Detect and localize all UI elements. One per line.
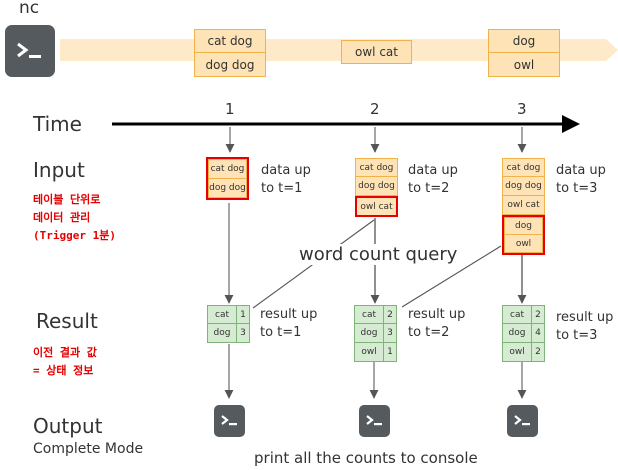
input-note-line: 데이터 관리 (33, 211, 91, 224)
stream-batch-2: owl cat (341, 40, 412, 64)
result-caption-3: result up to t=3 (556, 309, 613, 345)
result-row: owl 1 (354, 343, 397, 362)
input-row-new: owl (504, 235, 543, 253)
result-count: 1 (237, 305, 250, 324)
result-caption-line: to t=2 (408, 325, 450, 340)
input-caption-line: to t=1 (261, 181, 303, 196)
result-caption-line: result up (260, 307, 318, 322)
result-caption-2: result up to t=2 (408, 306, 465, 342)
stream-row: owl cat (341, 40, 412, 64)
result-count: 3 (384, 324, 397, 343)
result-caption-line: result up (408, 307, 466, 322)
time-label: Time (33, 112, 82, 136)
input-row-new: owl cat (355, 196, 398, 217)
result-word: dog (502, 324, 532, 343)
result-word: owl (502, 343, 532, 362)
result-row: dog 4 (502, 324, 545, 343)
input-table-1: cat dog dog dog (206, 157, 249, 200)
query-label: word count query (297, 244, 460, 265)
result-count: 2 (532, 343, 545, 362)
input-caption-line: to t=3 (556, 181, 598, 196)
result-caption-line: result up (556, 310, 614, 325)
result-row: cat 2 (502, 305, 545, 324)
result-count: 1 (384, 343, 397, 362)
terminal-icon (507, 405, 538, 437)
input-caption-3: data up to t=3 (556, 162, 606, 198)
terminal-icon (359, 405, 390, 437)
result-row: dog 3 (207, 324, 250, 343)
result-count: 3 (237, 324, 250, 343)
stream-batch-3: dog owl (488, 29, 560, 77)
result-note: 이전 결과 값 = 상태 정보 (33, 344, 97, 380)
input-row: cat dog (355, 158, 398, 177)
input-caption-line: data up (408, 163, 458, 178)
result-caption-line: to t=3 (556, 328, 598, 343)
result-note-line: 이전 결과 값 (33, 346, 97, 359)
result-caption-line: to t=1 (260, 325, 302, 340)
output-label: Output (33, 414, 103, 438)
result-word: owl (354, 343, 384, 362)
input-row: dog dog (355, 177, 398, 196)
stream-batch-1: cat dog dog dog (194, 29, 266, 77)
result-table-1: cat 1 dog 3 (207, 305, 250, 343)
input-new-rows: dog owl (502, 215, 545, 255)
input-note: 테이블 단위로 데이터 관리 (Trigger 1분) (33, 191, 116, 245)
result-count: 2 (532, 305, 545, 324)
result-row: cat 2 (354, 305, 397, 324)
result-label: Result (36, 309, 98, 333)
stream-row: dog (488, 29, 560, 53)
stream-row: cat dog (194, 29, 266, 53)
input-note-line: (Trigger 1분) (33, 229, 116, 242)
result-word: dog (354, 324, 384, 343)
result-word: dog (207, 324, 237, 343)
input-table-2: cat dog dog dog owl cat (355, 158, 398, 217)
terminal-icon (5, 25, 55, 77)
result-row: cat 1 (207, 305, 250, 324)
input-row: cat dog (208, 159, 247, 179)
source-label: nc (19, 0, 40, 18)
result-table-2: cat 2 dog 3 owl 1 (354, 305, 397, 362)
result-row: dog 3 (354, 324, 397, 343)
input-caption-1: data up to t=1 (261, 162, 311, 198)
input-row: dog dog (502, 177, 545, 196)
result-word: cat (207, 305, 237, 324)
result-row: owl 2 (502, 343, 545, 362)
result-table-3: cat 2 dog 4 owl 2 (502, 305, 545, 362)
stream-row: owl (488, 53, 560, 77)
result-count: 4 (532, 324, 545, 343)
input-row: dog dog (208, 179, 247, 198)
input-caption-line: data up (556, 163, 606, 178)
input-row-new: dog (504, 217, 543, 235)
output-caption: print all the counts to console (254, 449, 478, 467)
stream-row: dog dog (194, 53, 266, 77)
state-link-2-3 (401, 245, 502, 308)
input-row: cat dog (502, 158, 545, 177)
input-label: Input (33, 158, 85, 182)
input-table-3: cat dog dog dog owl cat dog owl (502, 158, 545, 255)
output-mode: Complete Mode (33, 441, 144, 457)
input-note-line: 테이블 단위로 (33, 193, 101, 206)
result-note-line: = 상태 정보 (33, 364, 94, 377)
input-row: owl cat (502, 196, 545, 215)
terminal-icon (214, 405, 245, 437)
tick-label: 3 (517, 100, 527, 118)
input-caption-2: data up to t=2 (408, 162, 458, 198)
tick-label: 1 (225, 100, 235, 118)
result-count: 2 (384, 305, 397, 324)
result-word: cat (354, 305, 384, 324)
result-word: cat (502, 305, 532, 324)
tick-label: 2 (370, 100, 380, 118)
result-caption-1: result up to t=1 (260, 306, 317, 342)
input-caption-line: data up (261, 163, 311, 178)
input-caption-line: to t=2 (408, 181, 450, 196)
time-axis-arrowhead (562, 115, 580, 133)
